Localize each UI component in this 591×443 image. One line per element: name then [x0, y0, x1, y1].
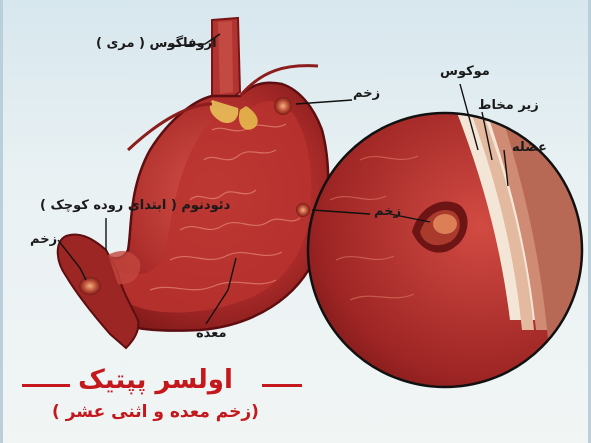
- diagram-title: اولسر پپتیک: [0, 365, 451, 395]
- label-muscle: عضله: [512, 140, 547, 155]
- label-ulcer-left: زخم: [30, 232, 57, 247]
- ulcer-top-spot: [274, 97, 292, 115]
- ulcer-duodenum-spot: [79, 277, 101, 295]
- label-duodenum: دئودنوم ( ابتدای روده کوچک ): [40, 198, 230, 213]
- label-esophagus: ازوفاگوس ( مری ): [96, 36, 217, 51]
- diagram-subtitle: (زخم معده و اثنی عشر ): [0, 402, 451, 422]
- label-mucosa: موکوس: [440, 64, 490, 79]
- label-submucosa: زیر مخاط: [478, 98, 539, 113]
- esophagus: [212, 18, 240, 102]
- label-ulcer-top: زخم: [353, 86, 380, 101]
- label-stomach: معده: [196, 326, 227, 341]
- label-ulcer-center: زخم: [374, 204, 401, 219]
- ulcer-center-spot: [296, 203, 310, 217]
